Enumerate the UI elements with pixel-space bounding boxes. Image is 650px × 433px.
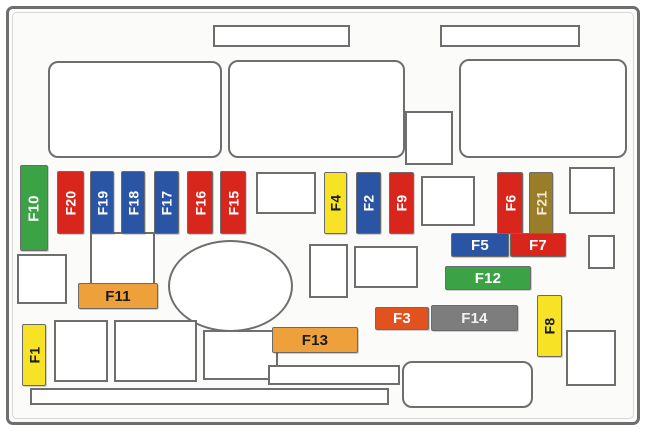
fuse-label-f8: F8 — [541, 317, 558, 335]
slot-socket-center-small-a[interactable] — [309, 244, 348, 298]
fuse-label-f3: F3 — [393, 310, 411, 327]
fuse-f16[interactable]: F16 — [187, 171, 213, 234]
slot-socket-far-right-top[interactable] — [569, 167, 615, 214]
slot-relay-large-right[interactable] — [459, 59, 627, 158]
slot-socket-bottom-left-a[interactable] — [54, 320, 108, 382]
slot-relay-tall-center[interactable] — [405, 111, 453, 165]
fuse-label-f5: F5 — [471, 236, 489, 254]
fuse-f11[interactable]: F11 — [78, 283, 158, 309]
slot-top-bar-left[interactable] — [213, 25, 350, 47]
fuse-label-f12: F12 — [474, 269, 502, 287]
fuse-label-f10: F10 — [25, 194, 43, 222]
fuse-f12[interactable]: F12 — [445, 266, 531, 290]
fuse-f6[interactable]: F6 — [497, 172, 523, 234]
slot-relay-bottom-right[interactable] — [402, 361, 533, 408]
fuse-label-f17: F17 — [158, 190, 175, 215]
fuse-f20[interactable]: F20 — [57, 171, 84, 234]
slot-socket-far-right-mid[interactable] — [588, 235, 615, 269]
slot-socket-bottom-far-r[interactable] — [566, 330, 616, 386]
fuse-label-f4: F4 — [327, 194, 344, 212]
slot-socket-row1-mid[interactable] — [256, 172, 316, 214]
fuse-label-f11: F11 — [105, 287, 131, 305]
slot-relay-large-center[interactable] — [228, 60, 405, 158]
fuse-label-f15: F15 — [225, 190, 242, 215]
fuse-label-f18: F18 — [125, 190, 142, 215]
fuse-f5[interactable]: F5 — [451, 233, 509, 257]
slot-socket-left-edge[interactable] — [17, 254, 67, 304]
fuse-f3[interactable]: F3 — [375, 307, 429, 330]
fuse-f1[interactable]: F1 — [22, 324, 46, 386]
fuse-f10[interactable]: F10 — [20, 165, 48, 251]
slot-socket-bottom-left-b[interactable] — [114, 320, 197, 382]
fuse-f8[interactable]: F8 — [537, 295, 562, 357]
fuse-f18[interactable]: F18 — [121, 171, 145, 234]
fuse-label-f6: F6 — [502, 194, 518, 212]
fuse-f17[interactable]: F17 — [154, 171, 179, 234]
fuse-label-f13: F13 — [301, 331, 329, 349]
fuse-label-f16: F16 — [192, 190, 209, 215]
fuse-f9[interactable]: F9 — [389, 172, 414, 234]
fuse-label-f20: F20 — [62, 190, 79, 215]
slot-socket-bottom-strip[interactable] — [268, 365, 400, 385]
fuse-f4[interactable]: F4 — [324, 172, 347, 234]
fuse-f2[interactable]: F2 — [356, 172, 381, 234]
fuse-label-f1: F1 — [26, 346, 42, 364]
fuse-f19[interactable]: F19 — [90, 171, 114, 234]
fuse-f15[interactable]: F15 — [220, 171, 246, 234]
fuse-label-f14: F14 — [461, 309, 488, 327]
fuse-label-f2: F2 — [360, 194, 377, 212]
fuse-label-f19: F19 — [94, 190, 111, 215]
fuse-label-f9: F9 — [393, 194, 410, 212]
slot-top-bar-right[interactable] — [440, 25, 580, 47]
slot-relay-large-left[interactable] — [48, 61, 222, 158]
fuse-f13[interactable]: F13 — [272, 327, 358, 353]
fuse-f7[interactable]: F7 — [510, 233, 566, 257]
slot-socket-under-F19[interactable] — [90, 232, 155, 288]
fuse-f21[interactable]: F21 — [529, 172, 553, 234]
slot-bus-bar-bottom[interactable] — [30, 388, 389, 405]
slot-socket-oval-center[interactable] — [168, 240, 293, 332]
fuse-label-f21: F21 — [533, 190, 550, 216]
slot-socket-row1-right[interactable] — [421, 176, 475, 226]
slot-socket-bottom-center[interactable] — [203, 330, 278, 380]
slot-socket-center-small-b[interactable] — [354, 246, 418, 288]
fuse-label-f7: F7 — [529, 236, 547, 254]
fuse-f14[interactable]: F14 — [431, 305, 518, 331]
